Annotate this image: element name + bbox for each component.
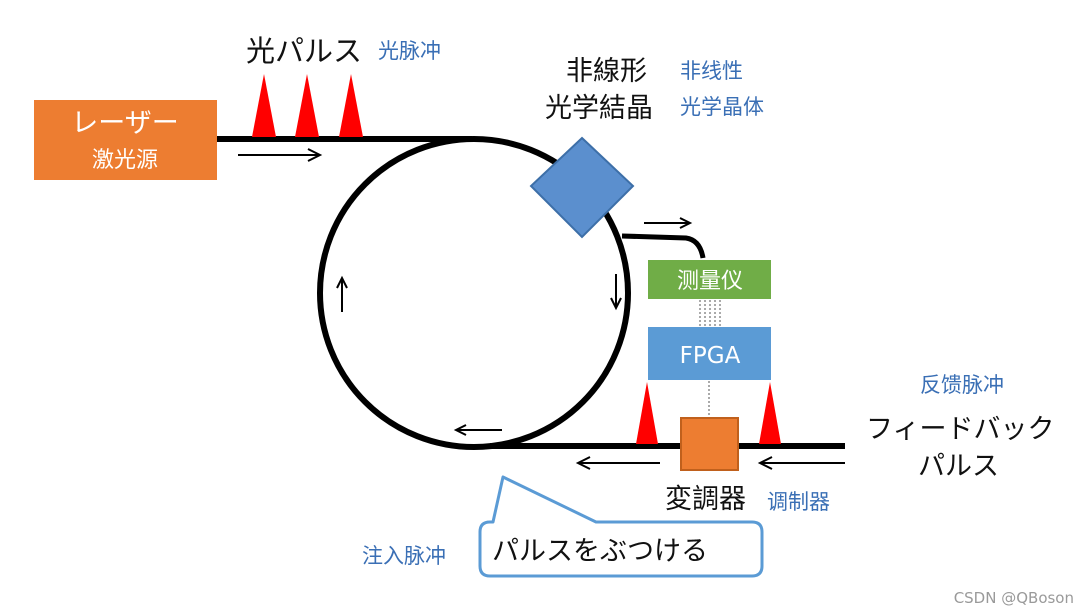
crystal-label-cn-2: 光学晶体 bbox=[680, 95, 764, 119]
laser-box bbox=[34, 100, 217, 180]
pulse-label-jp: 光パルス bbox=[246, 34, 362, 68]
input-pulse-3 bbox=[339, 74, 363, 137]
feedback-label-cn: 反馈脉冲 bbox=[920, 373, 1004, 397]
arrow-down-ring bbox=[610, 274, 622, 311]
fpga-label: FPGA bbox=[680, 343, 741, 369]
feedback-label-jp-2: パルス bbox=[918, 451, 999, 482]
callout-bubble bbox=[478, 475, 764, 578]
laser-label-jp: レーザー bbox=[71, 108, 178, 139]
arrow-right-input bbox=[238, 148, 323, 162]
input-pulse-1 bbox=[252, 74, 276, 137]
inject-label-cn: 注入脉冲 bbox=[362, 544, 446, 568]
meter-fpga-link bbox=[699, 300, 721, 326]
callout-label: パルスをぶつける bbox=[492, 536, 708, 567]
feedback-label-jp-1: フィードバック bbox=[866, 414, 1054, 445]
watermark: CSDN @QBoson bbox=[954, 589, 1074, 607]
feedback-pulse-2 bbox=[759, 382, 781, 444]
meter-label: 测量仪 bbox=[677, 269, 743, 294]
fiber-ring bbox=[317, 136, 631, 450]
output-tap-fiber bbox=[621, 233, 706, 259]
arrow-up-ring bbox=[336, 275, 348, 312]
modulator-box bbox=[680, 417, 739, 471]
pulse-label-cn: 光脉冲 bbox=[378, 39, 441, 63]
modulator-label-jp: 変調器 bbox=[665, 484, 746, 515]
arrow-right-tap bbox=[644, 217, 693, 229]
meter-box bbox=[648, 260, 771, 299]
crystal-label-cn-1: 非线性 bbox=[680, 59, 743, 83]
crystal-label-jp-2: 光学結晶 bbox=[545, 93, 653, 124]
feedback-pulse-1 bbox=[636, 382, 658, 444]
arrow-left-ring bbox=[453, 424, 502, 436]
nonlinear-crystal bbox=[529, 136, 635, 239]
arrow-left-feedback-2 bbox=[757, 456, 845, 470]
modulator-label-cn: 调制器 bbox=[767, 490, 830, 514]
crystal-label-jp-1: 非線形 bbox=[566, 56, 647, 87]
input-pulse-2 bbox=[295, 74, 319, 137]
fpga-box bbox=[648, 327, 771, 380]
laser-label-cn: 激光源 bbox=[92, 148, 158, 173]
arrow-left-feedback-1 bbox=[575, 456, 660, 470]
